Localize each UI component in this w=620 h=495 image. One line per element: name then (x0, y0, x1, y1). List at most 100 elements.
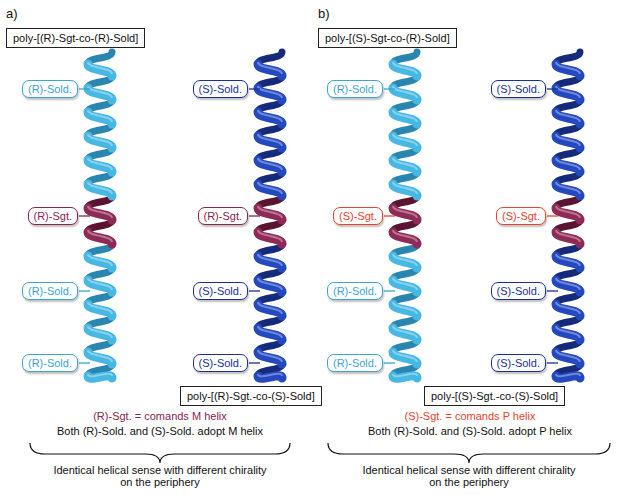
helix-highlight (88, 230, 112, 242)
node-text: (R)-Sold. (333, 83, 377, 95)
monomer-tag: (R)-Sold. (22, 282, 78, 300)
panel-letter: a) (6, 6, 36, 21)
node-text: (R)-Sold. (28, 83, 72, 95)
helix-highlight (393, 326, 417, 338)
leader-line (384, 362, 395, 363)
monomer-tag: (S)-Sold. (491, 354, 546, 372)
helix-highlight (556, 350, 580, 362)
helix-highlight (88, 374, 112, 377)
leader-line (249, 362, 260, 363)
node-text: (R)-Sold. (333, 285, 377, 297)
monomer-tag: (R)-Sold. (327, 80, 383, 98)
helix-highlight (393, 182, 417, 194)
node-text: (S)-Sold. (199, 285, 242, 297)
node-text: (S)-Sold. (199, 357, 242, 369)
helix-highlight (258, 254, 282, 266)
leader-line (249, 88, 260, 89)
helix-highlight (556, 134, 580, 146)
polymer-box: poly-[(R)-Sgt.-co-(S)-Sold] (180, 386, 322, 406)
monomer-tag: (S)-Sold. (491, 80, 546, 98)
helix-highlight (88, 326, 112, 338)
monomer-tag: (S)-Sgt. (496, 207, 546, 225)
leader-line (384, 290, 395, 291)
helix-highlight (88, 182, 112, 194)
node-text: poly-[(R)-Sgt-co-(R)-Sold] (13, 32, 138, 44)
leader-line (249, 290, 260, 291)
node-text: (S)-Sgt. (339, 210, 377, 222)
node-text: (S)-Sold. (497, 83, 540, 95)
helix-highlight (393, 350, 417, 362)
helix-highlight (556, 62, 580, 74)
helix-highlight (393, 134, 417, 146)
helix-highlight (258, 206, 282, 218)
monomer-tag: (R)-Sold. (22, 354, 78, 372)
helix-highlight (556, 206, 580, 218)
leader-line (547, 362, 558, 363)
leader-line (79, 215, 90, 216)
helix-highlight (88, 62, 112, 74)
helix-highlight (258, 86, 282, 98)
monomer-tag: (S)-Sold. (193, 282, 248, 300)
helix-highlight (258, 374, 282, 377)
node-text: (R)-Sgt. (204, 210, 243, 222)
helix-highlight (556, 278, 580, 290)
caption-note: Identical helical sense with different c… (50, 464, 270, 488)
note: Both (R)-Sold. and (S)-Sold. adopt P hel… (330, 425, 610, 437)
helix-highlight (556, 302, 580, 314)
node-text: (R)-Sold. (28, 357, 72, 369)
polymer-box: poly-[(S)-Sgt-co-(R)-Sold] (318, 28, 457, 48)
helix-highlight (258, 230, 282, 242)
leader-line (79, 362, 90, 363)
helix-highlight (258, 182, 282, 194)
helix-highlight (88, 158, 112, 170)
helix-highlight (393, 374, 417, 377)
node-text: (S)-Sold. (497, 285, 540, 297)
helix-highlight (258, 278, 282, 290)
helix-highlight (258, 158, 282, 170)
leader-line (384, 215, 395, 216)
monomer-tag: (S)-Sgt. (333, 207, 383, 225)
leader-line (547, 88, 558, 89)
helix-highlight (88, 278, 112, 290)
helix-highlight (88, 86, 112, 98)
monomer-tag: (S)-Sold. (193, 354, 248, 372)
node-text: (R)-Sold. (333, 357, 377, 369)
helix-highlight (258, 326, 282, 338)
helix-highlight (556, 182, 580, 194)
leader-group (79, 89, 558, 363)
helix-highlight (393, 158, 417, 170)
helix-highlight (556, 86, 580, 98)
helix-highlight (556, 254, 580, 266)
helix-highlight (393, 254, 417, 266)
helix-highlight (393, 110, 417, 122)
monomer-tag: (R)-Sold. (327, 282, 383, 300)
leader-line (547, 215, 558, 216)
helix-highlight (556, 158, 580, 170)
note: (R)-Sgt. = comands M helix (20, 410, 300, 422)
helix-highlight (258, 302, 282, 314)
helix-highlight (556, 110, 580, 122)
helix-highlight (393, 302, 417, 314)
helix-highlight (556, 374, 580, 377)
helix-highlight (88, 134, 112, 146)
monomer-tag: (S)-Sold. (491, 282, 546, 300)
helix-highlight (393, 62, 417, 74)
leader-line (249, 215, 260, 216)
helix-highlight (258, 350, 282, 362)
node-text: poly-[(R)-Sgt.-co-(S)-Sold] (187, 390, 315, 402)
helix-highlight (393, 278, 417, 290)
node-text: (S)-Sgt. (502, 210, 540, 222)
helix-highlight (258, 134, 282, 146)
node-text: (R)-Sgt. (34, 210, 73, 222)
helix-highlight (393, 86, 417, 98)
helix-highlight (556, 326, 580, 338)
leader-line (79, 290, 90, 291)
helix-highlight (258, 110, 282, 122)
node-text: (S)-Sold. (199, 83, 242, 95)
monomer-tag: (R)-Sold. (327, 354, 383, 372)
helix-group (88, 52, 580, 378)
polymer-box: poly-[(S)-Sgt.-co-(S)-Sold] (424, 386, 565, 406)
helix-highlight (88, 302, 112, 314)
helix-highlight (556, 230, 580, 242)
note: (S)-Sgt. = comands P helix (330, 410, 610, 422)
